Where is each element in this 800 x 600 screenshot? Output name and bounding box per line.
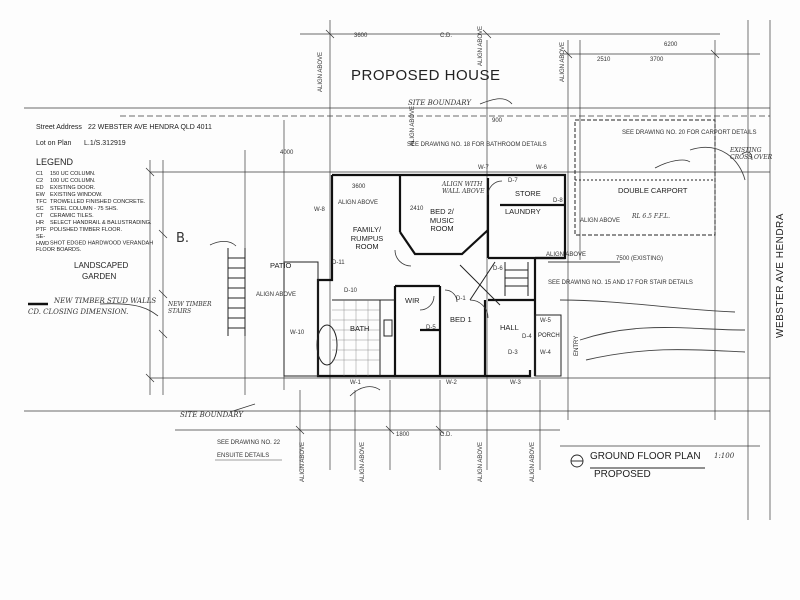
window-code: W-5: [540, 318, 551, 324]
door-code: D-11: [332, 260, 345, 266]
legend-heading: LEGEND: [36, 157, 74, 167]
door-code: D-3: [508, 350, 518, 356]
window-code: W-7: [478, 165, 489, 171]
dim-7500: 7500 (EXISTING): [616, 256, 664, 262]
room-bed1: BED 1: [450, 315, 472, 324]
street-name-label: WEBSTER AVE HENDRA: [775, 213, 786, 338]
window-code: W-8: [314, 207, 325, 213]
garden-label: GARDEN: [82, 272, 117, 281]
marker-b: B.: [176, 231, 190, 246]
drawing-title: PROPOSED HOUSE: [351, 67, 501, 84]
align-above-vertical: ALIGN ABOVE: [478, 25, 484, 66]
window-code: W-3: [510, 380, 521, 386]
room-laundry: LAUNDRY: [505, 207, 541, 216]
room-patio: PATIO: [270, 261, 292, 270]
street-address-label: Street Address: [36, 124, 82, 131]
new-timber-stairs-note: NEW TIMBER STAIRS: [168, 301, 212, 315]
lot-on-plan-label: Lot on Plan: [36, 140, 72, 147]
door-code: D-4: [522, 334, 532, 340]
door-code: D-8: [553, 198, 563, 204]
dim-family-3600: 3600: [352, 184, 366, 190]
window-code: W-4: [540, 350, 551, 356]
room-bed2-music: BED 2/ MUSIC ROOM: [429, 207, 455, 234]
window-code: W-10: [290, 330, 305, 336]
align-above-vertical: ALIGN ABOVE: [478, 441, 484, 482]
dim-1800: 1800: [396, 432, 410, 438]
align-above-vertical: ALIGN ABOVE: [300, 441, 306, 482]
dim-bed-2410: 2410: [410, 206, 424, 212]
plan-subtitle: PROPOSED: [594, 469, 651, 480]
site-boundary-bottom: SITE BOUNDARY: [180, 411, 243, 419]
dim-cd-top: C.D.: [440, 33, 452, 39]
window-code: W-2: [446, 380, 457, 386]
room-bath: BATH: [350, 324, 370, 333]
window-code: W-6: [536, 165, 547, 171]
door-code: D-1: [456, 296, 466, 302]
room-porch: PORCH: [538, 333, 560, 339]
door-code: D-5: [426, 325, 436, 331]
dim-900: 900: [492, 118, 503, 124]
door-code: D-10: [344, 288, 358, 294]
rl-level: RL 6.5 F.F.L.: [632, 213, 671, 220]
ensuite-note-line1: SEE DRAWING NO. 22: [217, 440, 281, 446]
plan-title: GROUND FLOOR PLAN: [590, 451, 701, 462]
room-wir: WIR: [405, 296, 420, 305]
room-store: STORE: [515, 189, 541, 198]
align-above-vertical: ALIGN ABOVE: [530, 441, 536, 482]
site-boundary-top: SITE BOUNDARY: [408, 99, 471, 107]
align-above-family: ALIGN ABOVE: [338, 200, 379, 206]
plan-scale: 1:100: [714, 452, 735, 460]
wall-note-line1: NEW TIMBER STUD WALLS: [54, 297, 157, 305]
landscaped-label: LANDSCAPED: [74, 261, 129, 270]
room-double-carport: DOUBLE CARPORT: [618, 186, 688, 195]
align-above-carport: ALIGN ABOVE: [580, 218, 621, 224]
door-code: D-6: [493, 266, 503, 272]
align-above-vertical: ALIGN ABOVE: [560, 41, 566, 82]
dim-2510: 2510: [597, 57, 611, 63]
room-entry: ENTRY: [574, 335, 580, 356]
carport-note: SEE DRAWING NO. 20 FOR CARPORT DETAILS: [622, 130, 757, 136]
street-address-value: 22 WEBSTER AVE HENDRA QLD 4011: [88, 124, 212, 131]
door-code: D-7: [508, 178, 518, 184]
bathroom-note: SEE DRAWING NO. 18 FOR BATHROOM DETAILS: [407, 142, 547, 148]
dim-4000: 4000: [280, 150, 294, 156]
existing-crossover-note: EXISTING CROSS OVER: [730, 147, 773, 161]
window-code: W-1: [350, 380, 361, 386]
lot-on-plan-value: L.1/S.312919: [84, 140, 126, 147]
room-hall: HALL: [500, 323, 519, 332]
dim-cd-bottom: C.D.: [440, 432, 452, 438]
align-above-hall: ALIGN ABOVE: [546, 252, 587, 258]
room-family-rumpus: FAMILY/ RUMPUS ROOM: [350, 225, 384, 252]
align-above-vertical: ALIGN ABOVE: [318, 51, 324, 92]
align-with-wall-note: ALIGN WITH WALL ABOVE: [442, 181, 485, 195]
dim-3600: 3600: [354, 33, 368, 39]
dim-3700: 3700: [650, 57, 664, 63]
ensuite-note-line2: ENSUITE DETAILS: [217, 453, 270, 459]
legend-item: SE-HWDSHOT EDGED HARDWOOD VERANDAH FLOOR…: [36, 234, 154, 254]
dim-6200: 6200: [664, 42, 678, 48]
align-above-vertical: ALIGN ABOVE: [410, 105, 416, 146]
align-above-vertical: ALIGN ABOVE: [360, 441, 366, 482]
align-above-patio: ALIGN ABOVE: [256, 292, 297, 298]
wall-note-line2: CD. CLOSING DIMENSION.: [28, 308, 129, 316]
stair-note: SEE DRAWING NO. 15 AND 17 FOR STAIR DETA…: [548, 280, 693, 286]
